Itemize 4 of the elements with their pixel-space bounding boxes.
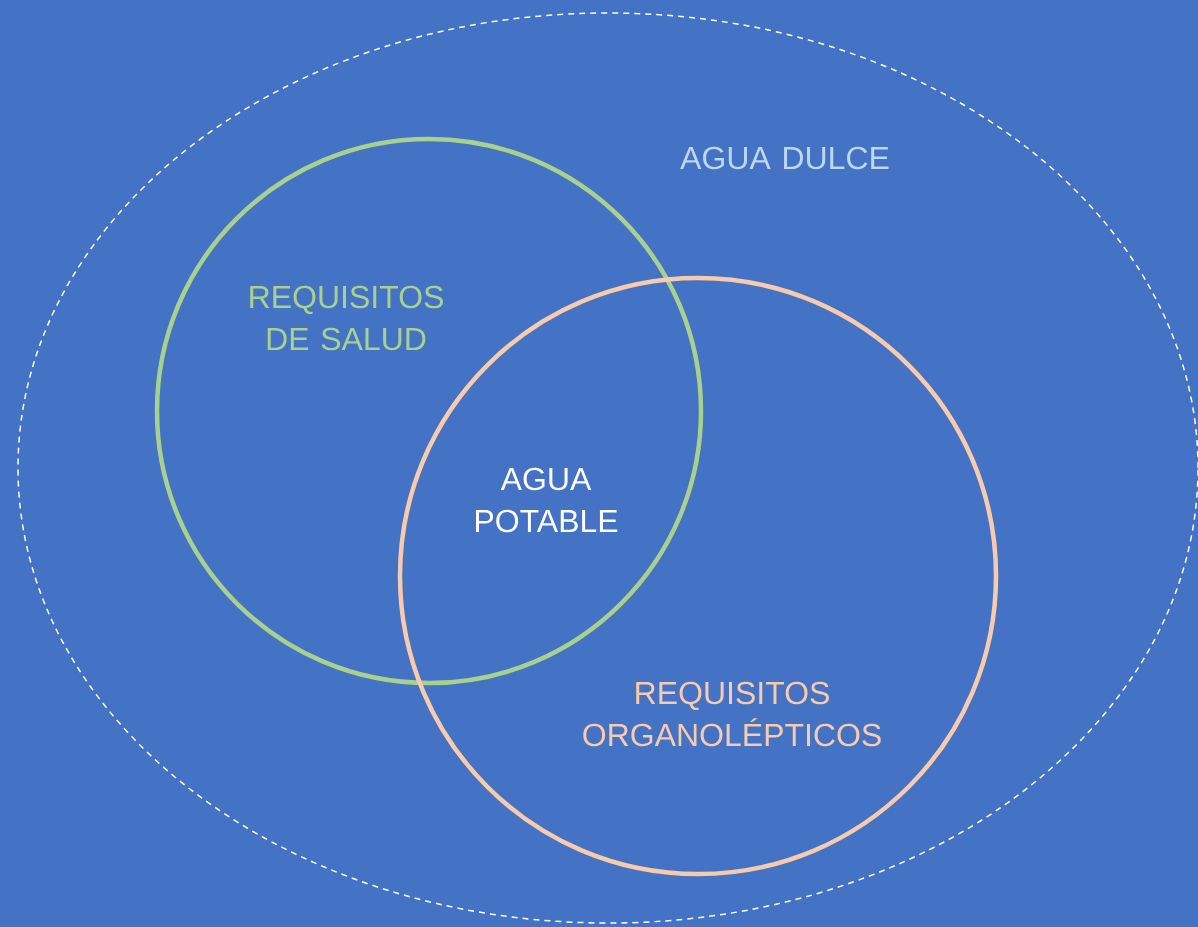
center-label: AGUA POTABLE	[476, 467, 618, 533]
region-label: AGUA DULCE	[680, 146, 889, 170]
region-label: REQUISITOS ORGANOLÉPTICOS	[583, 681, 881, 747]
region-label: REQUISITOS DE SALUD	[250, 285, 443, 351]
